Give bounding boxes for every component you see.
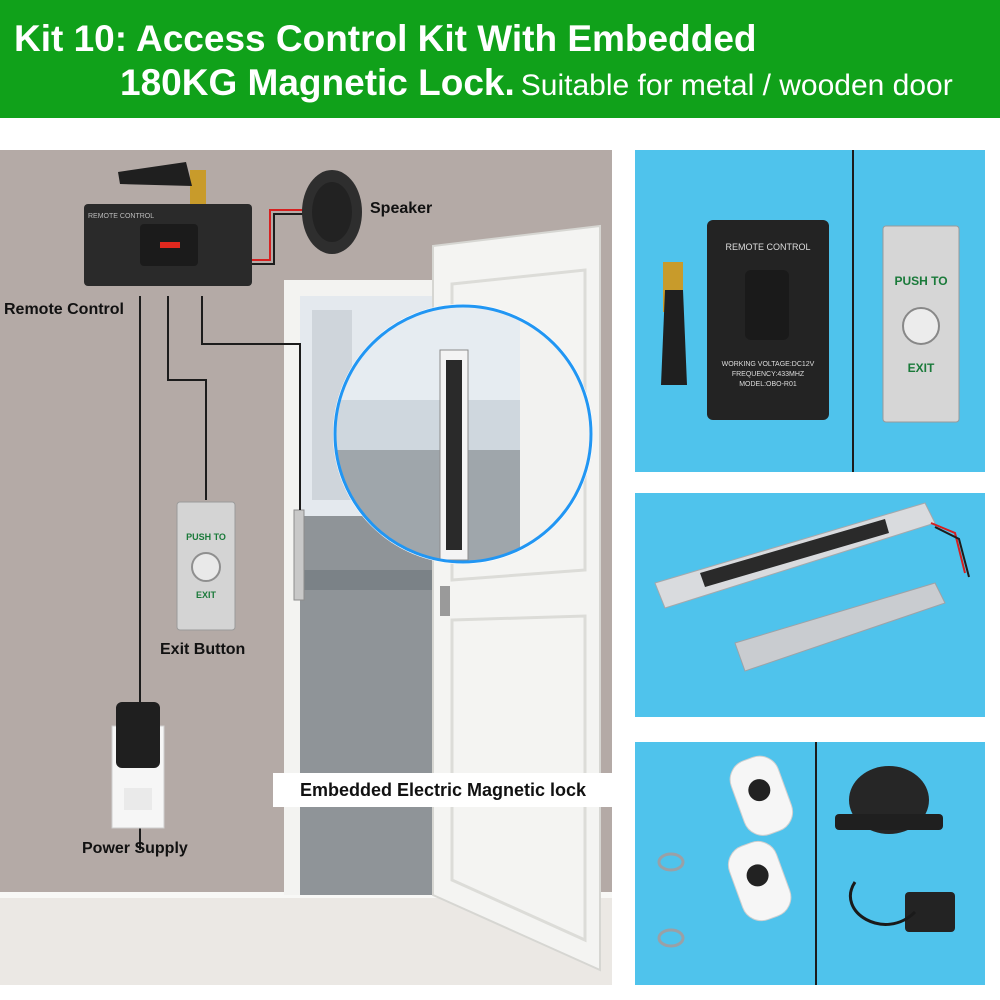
controller-frequency: FREQUENCY:433MHZ xyxy=(731,371,805,378)
exit-button-top-text: PUSH TO xyxy=(186,532,226,542)
controller-specs: WORKING VOLTAGE:DC12V FREQUENCY:433MHZ M… xyxy=(707,360,829,390)
panel-magnetic-lock xyxy=(635,493,985,717)
speaker-label: Speaker xyxy=(370,200,433,217)
header-banner: Kit 10: Access Control Kit With Embedded… xyxy=(0,0,1000,118)
remotes-speaker-illustration xyxy=(657,755,955,948)
exit-button-bottom-text: EXIT xyxy=(195,590,216,600)
scene-illustration xyxy=(0,150,612,985)
exit-panel-bottom-text: EXIT xyxy=(907,361,935,375)
lock-label: Embedded Electric Magnetic lock xyxy=(273,773,612,807)
header-title-line2: 180KG Magnetic Lock.Suitable for metal /… xyxy=(120,62,953,104)
header-title-line1: Kit 10: Access Control Kit With Embedded xyxy=(14,18,757,59)
panel1-divider xyxy=(852,150,854,472)
remote-control-label: Remote Control xyxy=(4,301,124,318)
controller-text: REMOTE CONTROL xyxy=(88,212,158,221)
controller-title: REMOTE CONTROL xyxy=(88,213,155,220)
panel-remotes-speaker xyxy=(635,742,985,985)
controller-title-text: REMOTE CONTROL xyxy=(725,242,811,252)
controller-model: MODEL:OBO-R01 xyxy=(739,381,797,388)
exit-panel-top-text: PUSH TO xyxy=(894,274,948,288)
panel3-divider xyxy=(815,742,817,985)
panel-controller-exit: REMOTE CONTROL WORKING VOLTAGE:DC12V FRE… xyxy=(635,150,985,472)
header-title-strong: 180KG Magnetic Lock. xyxy=(120,62,515,103)
header-subtitle: Suitable for metal / wooden door xyxy=(520,69,953,102)
exit-button-label: Exit Button xyxy=(160,641,246,658)
controller-exit-illustration xyxy=(661,220,960,423)
controller-voltage: WORKING VOLTAGE:DC12V xyxy=(721,361,815,368)
power-supply-label: Power Supply xyxy=(82,840,188,857)
installation-scene: Speaker Remote Control REMOTE CONTROL PU… xyxy=(0,150,612,985)
magnetic-lock-illustration xyxy=(654,502,970,672)
